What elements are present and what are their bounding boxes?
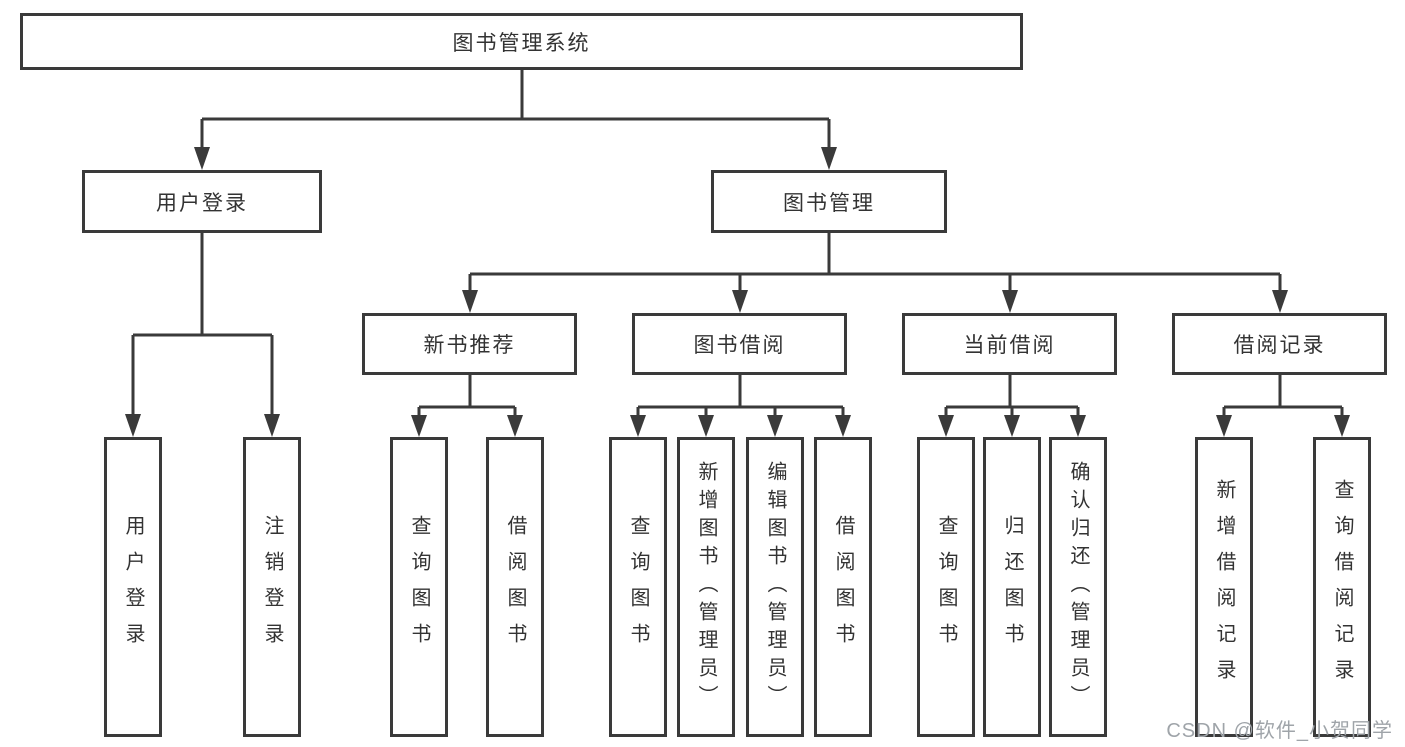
csdn-watermark: CSDN @软件_小贺同学 [1166, 720, 1393, 742]
leaf-query-books: 查询图书 [917, 437, 975, 737]
node-book-management: 图书管理 [711, 170, 947, 233]
node-label: 图书借阅 [693, 334, 786, 357]
leaf-label: 注销登录 [261, 515, 283, 659]
leaf-label: 新增图书（管理员） [695, 461, 717, 713]
leaf-label: 借阅图书 [832, 515, 854, 659]
leaf-query-books: 查询图书 [609, 437, 667, 737]
edge-book-borrow-to-leaves [630, 375, 851, 437]
leaf-confirm-return-admin: 确认归还（管理员） [1049, 437, 1107, 737]
leaf-user-login: 用户登录 [104, 437, 162, 737]
edge-book-management-to-level3 [462, 233, 1288, 313]
leaf-add-borrow-record: 新增借阅记录 [1195, 437, 1253, 737]
edge-user-login-to-leaves [125, 233, 280, 437]
leaf-edit-books-admin: 编辑图书（管理员） [746, 437, 804, 737]
node-label: 用户登录 [156, 191, 248, 215]
leaf-borrow-books: 借阅图书 [814, 437, 872, 737]
leaf-label: 新增借阅记录 [1213, 479, 1235, 695]
edge-new-book-recommend-to-leaves [411, 375, 523, 437]
node-book-borrow: 图书借阅 [632, 313, 847, 375]
leaf-add-books-admin: 新增图书（管理员） [677, 437, 735, 737]
node-label: 新书推荐 [423, 334, 516, 357]
leaf-return-books: 归还图书 [983, 437, 1041, 737]
node-borrow-records: 借阅记录 [1172, 313, 1387, 375]
node-library-management-system: 图书管理系统 [20, 13, 1023, 70]
leaf-label: 借阅图书 [504, 515, 526, 659]
leaf-label: 查询图书 [935, 515, 957, 659]
leaf-label: 查询借阅记录 [1331, 479, 1353, 695]
leaf-label: 确认归还（管理员） [1067, 461, 1089, 713]
edge-borrow-records-to-leaves [1216, 375, 1350, 437]
node-user-login: 用户登录 [82, 170, 322, 233]
leaf-logout: 注销登录 [243, 437, 301, 737]
node-new-book-recommend: 新书推荐 [362, 313, 577, 375]
leaf-label: 用户登录 [122, 515, 144, 659]
edge-root-to-level2 [194, 70, 837, 170]
edge-current-borrow-to-leaves [938, 375, 1086, 437]
node-current-borrow: 当前借阅 [902, 313, 1117, 375]
leaf-label: 归还图书 [1001, 515, 1023, 659]
node-label: 借阅记录 [1233, 334, 1326, 357]
leaf-label: 查询图书 [627, 515, 649, 659]
leaf-label: 编辑图书（管理员） [764, 461, 786, 713]
leaf-label: 查询图书 [408, 515, 430, 659]
node-label: 图书管理 [783, 191, 875, 215]
node-label: 当前借阅 [963, 334, 1056, 357]
node-label: 图书管理系统 [452, 31, 591, 55]
leaf-borrow-books: 借阅图书 [486, 437, 544, 737]
leaf-query-books: 查询图书 [390, 437, 448, 737]
leaf-query-borrow-record: 查询借阅记录 [1313, 437, 1371, 737]
